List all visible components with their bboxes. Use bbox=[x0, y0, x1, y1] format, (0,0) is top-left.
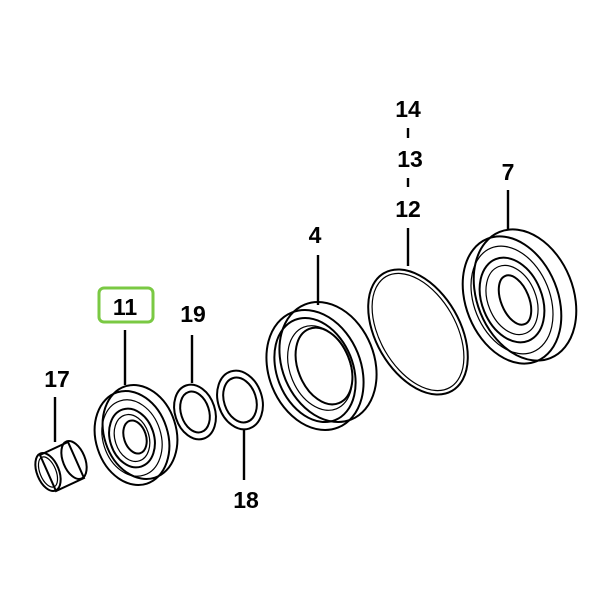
callout-13[interactable]: 13 bbox=[397, 146, 423, 172]
part-12-o-ring[interactable] bbox=[348, 252, 489, 412]
part-17-bushing[interactable] bbox=[30, 437, 91, 494]
callout-7[interactable]: 7 bbox=[502, 159, 515, 185]
callout-4[interactable]: 4 bbox=[309, 222, 322, 248]
part-4-housing-ring[interactable] bbox=[249, 287, 394, 444]
highlight-box-11 bbox=[97, 286, 155, 324]
part-19-ring[interactable] bbox=[167, 379, 222, 445]
part-11-bearing[interactable] bbox=[83, 375, 189, 495]
part-7-bearing[interactable] bbox=[445, 214, 595, 378]
callout-17[interactable]: 17 bbox=[44, 366, 70, 392]
part-18-ring[interactable] bbox=[210, 365, 270, 436]
callout-12[interactable]: 12 bbox=[395, 196, 421, 222]
callout-18[interactable]: 18 bbox=[233, 487, 259, 513]
callout-19[interactable]: 19 bbox=[180, 301, 206, 327]
callout-11[interactable]: 11 bbox=[113, 294, 138, 320]
callout-14[interactable]: 14 bbox=[395, 96, 421, 122]
